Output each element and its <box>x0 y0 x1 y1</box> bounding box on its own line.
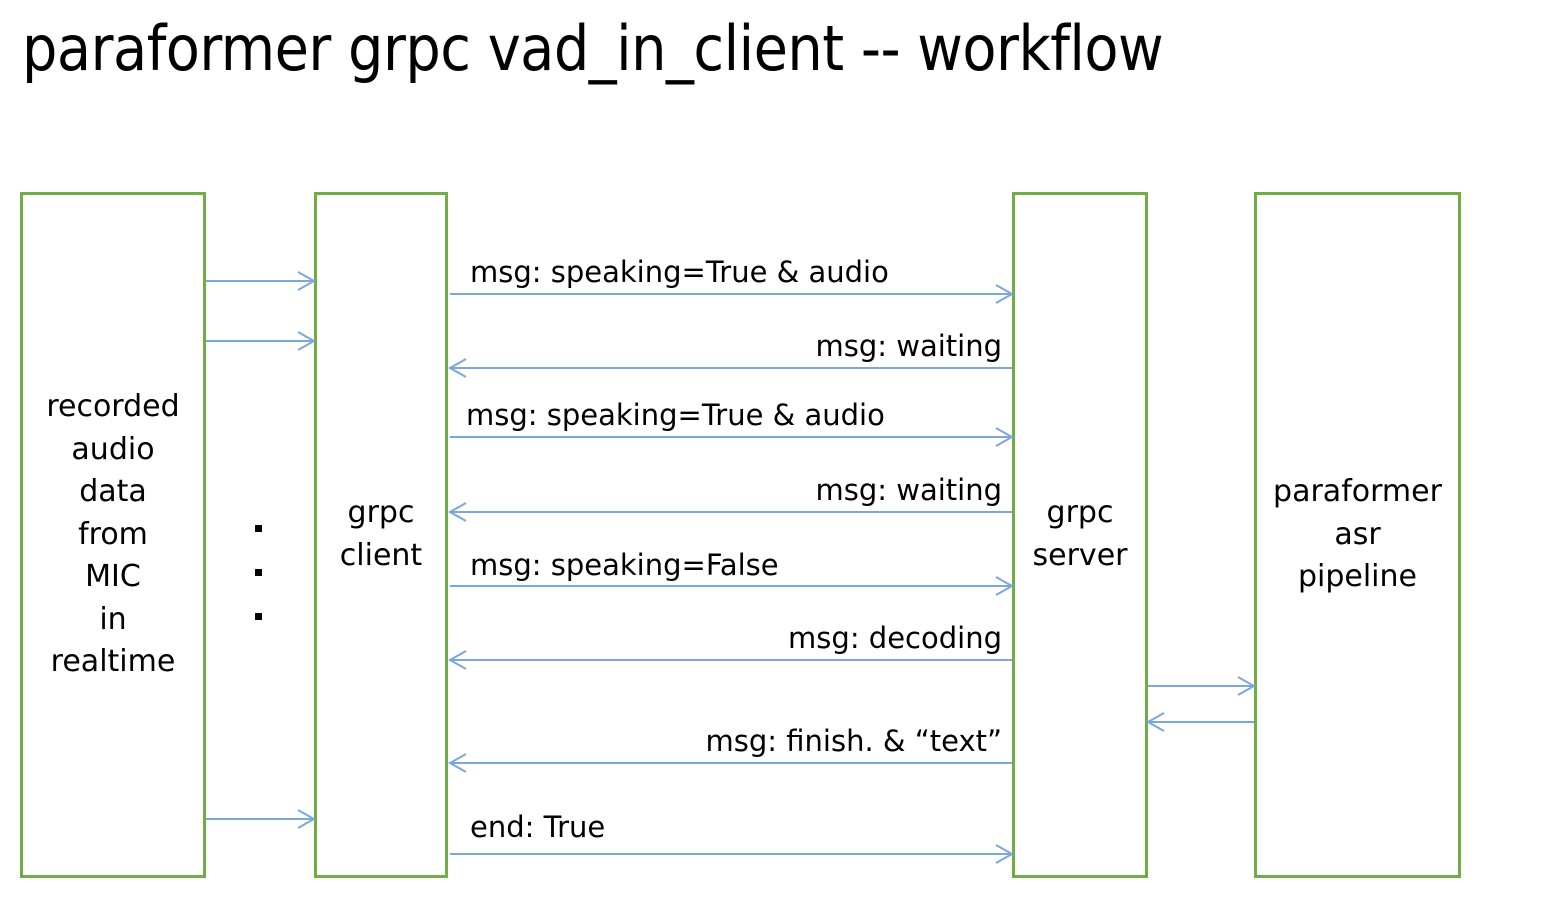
message-label-msg-waiting-1: msg: waiting <box>815 329 1002 363</box>
arrow-shaft <box>450 293 1012 295</box>
arrow-head-left-icon <box>1146 711 1168 733</box>
arrow-shaft <box>1148 685 1254 687</box>
arrow-shaft <box>206 818 314 820</box>
arrow-head-right-icon <box>992 843 1014 865</box>
arrow-audio-chunk-n <box>206 809 316 829</box>
ellipsis-dot <box>255 613 262 620</box>
arrow-msg-speaking-true-audio-2 <box>450 427 1014 447</box>
arrow-shaft <box>450 511 1012 513</box>
message-label-msg-speaking-true-audio-1: msg: speaking=True & audio <box>470 255 889 289</box>
arrow-shaft <box>206 340 314 342</box>
page-title: paraformer grpc vad_in_client -- workflo… <box>22 12 1164 85</box>
arrow-server-to-pipeline <box>1148 676 1256 696</box>
lane-box-grpc-server: grpc server <box>1012 192 1148 878</box>
arrow-msg-waiting-2 <box>448 502 1012 522</box>
arrow-head-left-icon <box>448 501 470 523</box>
arrow-head-left-icon <box>448 752 470 774</box>
arrow-audio-chunk-2 <box>206 331 316 351</box>
arrow-audio-chunk-1 <box>206 271 316 291</box>
lane-label-asr-pipeline: paraformer asr pipeline <box>1273 474 1442 595</box>
arrow-head-left-icon <box>448 649 470 671</box>
message-label-end-true: end: True <box>470 810 606 844</box>
ellipsis-dot <box>255 525 262 532</box>
vertical-ellipsis-icon <box>255 525 262 657</box>
arrow-shaft <box>1148 721 1254 723</box>
arrow-msg-decoding <box>448 650 1012 670</box>
lane-box-asr-pipeline: paraformer asr pipeline <box>1254 192 1461 878</box>
arrow-msg-speaking-true-audio-1 <box>450 284 1014 304</box>
arrow-pipeline-to-server <box>1146 712 1254 732</box>
arrow-head-left-icon <box>448 357 470 379</box>
arrow-msg-waiting-1 <box>448 358 1012 378</box>
arrow-shaft <box>450 762 1012 764</box>
arrow-head-right-icon <box>1234 675 1256 697</box>
message-label-msg-decoding: msg: decoding <box>788 621 1002 655</box>
message-label-msg-waiting-2: msg: waiting <box>815 473 1002 507</box>
lane-label-grpc-server: grpc server <box>1032 495 1128 573</box>
arrow-msg-finish-text <box>448 753 1012 773</box>
arrow-head-right-icon <box>992 426 1014 448</box>
arrow-msg-speaking-false <box>450 576 1014 596</box>
arrow-head-right-icon <box>294 270 316 292</box>
arrow-shaft <box>450 659 1012 661</box>
arrow-shaft <box>450 853 1012 855</box>
lane-box-grpc-client: grpc client <box>314 192 448 878</box>
lane-label-audio-source: recorded audio data from MIC in realtime <box>46 388 180 680</box>
message-label-msg-finish-text: msg: finish. & “text” <box>705 724 1003 758</box>
arrow-head-right-icon <box>992 283 1014 305</box>
arrow-head-right-icon <box>992 575 1014 597</box>
arrow-shaft <box>450 367 1012 369</box>
arrow-shaft <box>206 280 314 282</box>
message-label-msg-speaking-true-audio-2: msg: speaking=True & audio <box>466 398 885 432</box>
lane-label-grpc-client: grpc client <box>339 495 423 573</box>
arrow-shaft <box>450 436 1012 438</box>
message-label-msg-speaking-false: msg: speaking=False <box>470 548 779 582</box>
arrow-end-true <box>450 844 1014 864</box>
arrow-shaft <box>450 585 1012 587</box>
ellipsis-dot <box>255 569 262 576</box>
arrow-head-right-icon <box>294 808 316 830</box>
lane-box-audio-source: recorded audio data from MIC in realtime <box>20 192 206 878</box>
arrow-head-right-icon <box>294 330 316 352</box>
